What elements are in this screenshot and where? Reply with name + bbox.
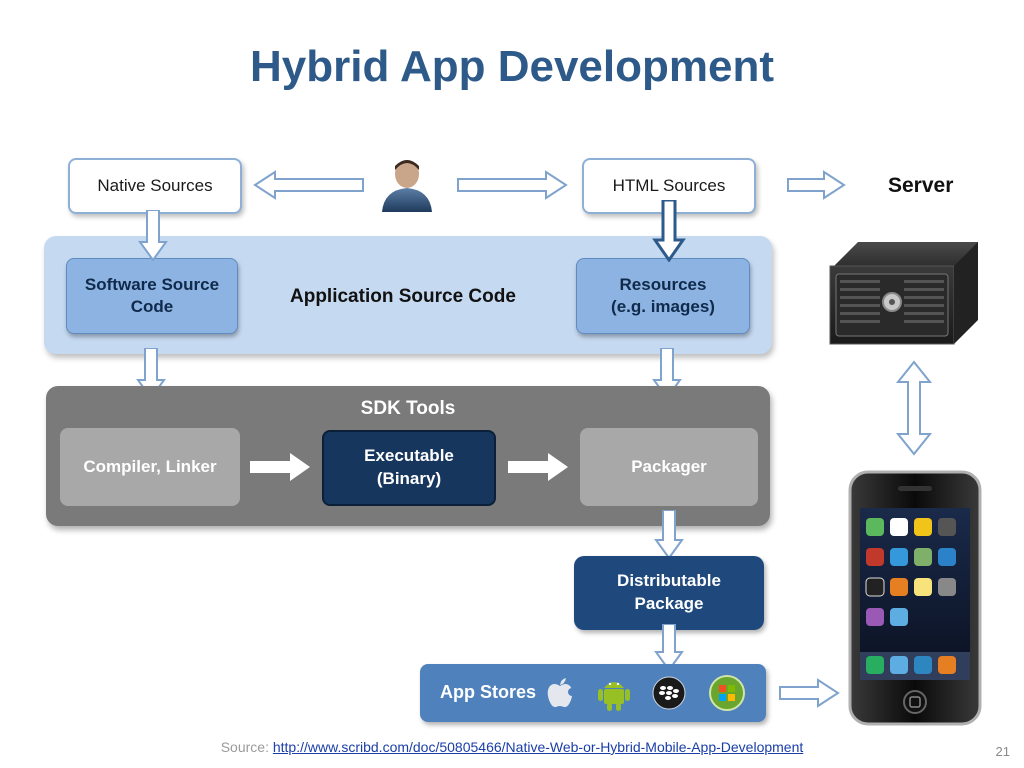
sdk-tools-label: SDK Tools — [360, 398, 456, 419]
executable-box: Executable (Binary) — [322, 430, 496, 506]
resources-box: Resources (e.g. images) — [576, 258, 750, 334]
packager-label: Packager — [631, 457, 707, 476]
html-sources-label: HTML Sources — [612, 176, 726, 195]
software-source-line2: Code — [130, 297, 174, 316]
arrow-appstores-to-phone — [779, 678, 840, 708]
packager-box: Packager — [580, 428, 758, 506]
distributable-line1: Distributable — [617, 571, 721, 591]
native-sources-label: Native Sources — [97, 176, 213, 195]
native-sources-box: Native Sources — [68, 158, 242, 214]
page-title: Hybrid App Development — [250, 42, 774, 91]
compiler-linker-label: Compiler, Linker — [83, 457, 217, 476]
arrow-executable-to-packager — [508, 453, 568, 481]
app-stores-label: App Stores — [440, 682, 537, 702]
page-number: 21 — [995, 744, 1010, 759]
software-source-code-box: Software Source Code — [66, 258, 238, 334]
resources-line1: Resources — [619, 274, 707, 294]
arrow-to-native — [253, 170, 364, 200]
arrow-to-html — [457, 170, 568, 200]
user-icon — [382, 160, 432, 212]
blackberry-icon — [652, 676, 686, 710]
android-icon — [598, 682, 630, 711]
resources-line2: (e.g. images) — [611, 297, 715, 316]
source-link[interactable]: http://www.scribd.com/doc/50805466/Nativ… — [272, 739, 804, 755]
smartphone-icon — [848, 470, 982, 726]
server-label: Server — [888, 174, 954, 197]
arrow-packager-to-distributable — [654, 510, 684, 560]
arrow-compiler-to-executable — [250, 453, 310, 481]
server-icon — [829, 242, 978, 345]
arrow-to-server — [787, 170, 846, 200]
software-source-line1: Software Source — [84, 274, 220, 294]
source-footer: Source: http://www.scribd.com/doc/508054… — [0, 739, 1024, 755]
windows-icon — [709, 675, 745, 711]
arrow-html-down — [652, 200, 686, 262]
app-stores-bar — [420, 664, 766, 722]
arrow-native-down — [138, 210, 168, 262]
application-source-code-label: Application Source Code — [290, 286, 516, 307]
arrow-server-phone-bidirectional — [896, 360, 932, 456]
compiler-linker-box: Compiler, Linker — [60, 428, 240, 506]
executable-line1: Executable — [364, 446, 454, 466]
apple-icon — [547, 678, 576, 708]
source-label: Source: — [220, 739, 273, 755]
distributable-line2: Package — [634, 594, 704, 613]
arrow-distributable-to-appstores — [654, 624, 684, 672]
distributable-package-box: Distributable Package — [574, 556, 764, 630]
executable-line2: (Binary) — [376, 469, 442, 488]
